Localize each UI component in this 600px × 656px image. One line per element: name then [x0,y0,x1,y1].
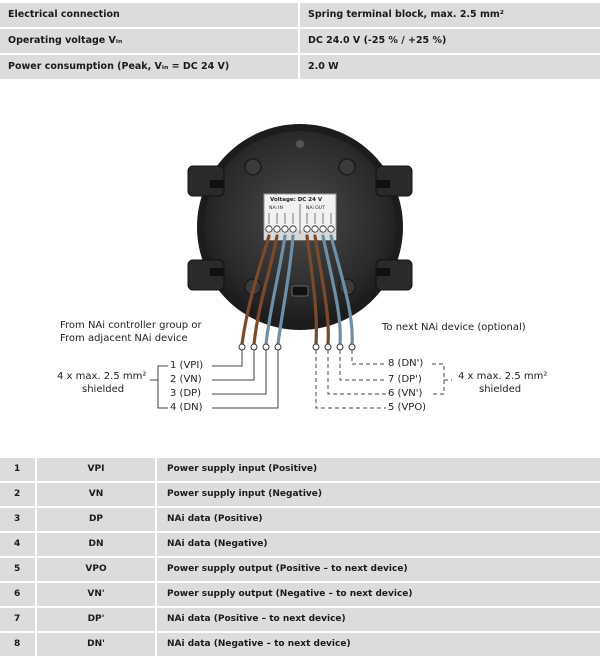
left-pin-label: 3 (DP) [170,388,202,399]
device-illustration [150,124,452,409]
left-caption-2: From adjacent NAi device [60,333,188,344]
pin-signal: VN' [37,583,155,606]
left-pin-label: 1 (VPI) [170,360,204,371]
pin-description: Power supply input (Negative) [157,483,600,506]
pin-description: NAi data (Positive) [157,508,600,531]
wire-ends [238,343,356,351]
pin-number: 4 [0,533,35,556]
spec-label: Operating voltage Vᵢₙ [0,29,298,53]
table-row: 1 VPI Power supply input (Positive) [0,458,600,481]
right-cable-shielded: shielded [479,384,522,395]
pin-number: 1 [0,458,35,481]
pin-signal: DP' [37,608,155,631]
table-row: 4 DN NAi data (Negative) [0,533,600,556]
left-pin-label: 4 (DN) [170,402,203,413]
wiring-figure: Voltage: DC 24 V NAi IN NAi OUT From NAi… [0,100,600,440]
right-pin-label: 5 (VPO) [388,402,427,413]
device-voltage-label: Voltage: DC 24 V [270,197,323,203]
pin-signal: DP [37,508,155,531]
pin-number: 6 [0,583,35,606]
pin-description: NAi data (Negative – to next device) [157,633,600,656]
table-row: 6 VN' Power supply output (Negative – to… [0,583,600,606]
pin-number: 8 [0,633,35,656]
pin-signal: VPO [37,558,155,581]
pin-description: Power supply output (Positive – to next … [157,558,600,581]
left-caption-1: From NAi controller group or [60,320,202,331]
spec-row: Operating voltage Vᵢₙ DC 24.0 V (-25 % /… [0,29,600,53]
pin-description: NAi data (Positive – to next device) [157,608,600,631]
left-pin-label: 2 (VN) [170,374,202,385]
table-row: 5 VPO Power supply output (Positive – to… [0,558,600,581]
table-row: 2 VN Power supply input (Negative) [0,483,600,506]
left-cable-shielded: shielded [82,384,125,395]
spec-value: Spring terminal block, max. 2.5 mm² [300,3,600,27]
right-cable-spec: 4 x max. 2.5 mm² [458,371,548,382]
left-leaders [150,350,279,409]
wires-data [264,234,354,346]
pin-number: 3 [0,508,35,531]
table-row: 8 DN' NAi data (Negative – to next devic… [0,633,600,656]
terminal-block [263,193,337,241]
table-row: 3 DP NAi data (Positive) [0,508,600,531]
right-leaders [315,350,452,409]
pin-signal: VN [37,483,155,506]
spec-value: 2.0 W [300,55,600,79]
nai-out-label: NAi OUT [306,206,325,211]
pin-signal: VPI [37,458,155,481]
pin-number: 2 [0,483,35,506]
pin-signal: DN [37,533,155,556]
wires-in [240,234,330,346]
spec-label: Power consumption (Peak, Vᵢₙ = DC 24 V) [0,55,298,79]
right-pin-label: 7 (DP') [388,374,422,385]
pin-number: 7 [0,608,35,631]
pin-description: Power supply output (Negative – to next … [157,583,600,606]
pin-number: 5 [0,558,35,581]
spec-row: Electrical connection Spring terminal bl… [0,3,600,27]
spec-value: DC 24.0 V (-25 % / +25 %) [300,29,600,53]
right-pin-label: 6 (VN') [388,388,423,399]
pin-signal: DN' [37,633,155,656]
spec-row: Power consumption (Peak, Vᵢₙ = DC 24 V) … [0,55,600,79]
pin-description: Power supply input (Positive) [157,458,600,481]
left-cable-spec: 4 x max. 2.5 mm² [57,371,147,382]
pin-description: NAi data (Negative) [157,533,600,556]
nai-in-label: NAi IN [269,206,283,211]
right-pin-label: 8 (DN') [388,358,424,369]
table-row: 7 DP' NAi data (Positive – to next devic… [0,608,600,631]
right-caption: To next NAi device (optional) [382,322,526,333]
spec-label: Electrical connection [0,3,298,27]
